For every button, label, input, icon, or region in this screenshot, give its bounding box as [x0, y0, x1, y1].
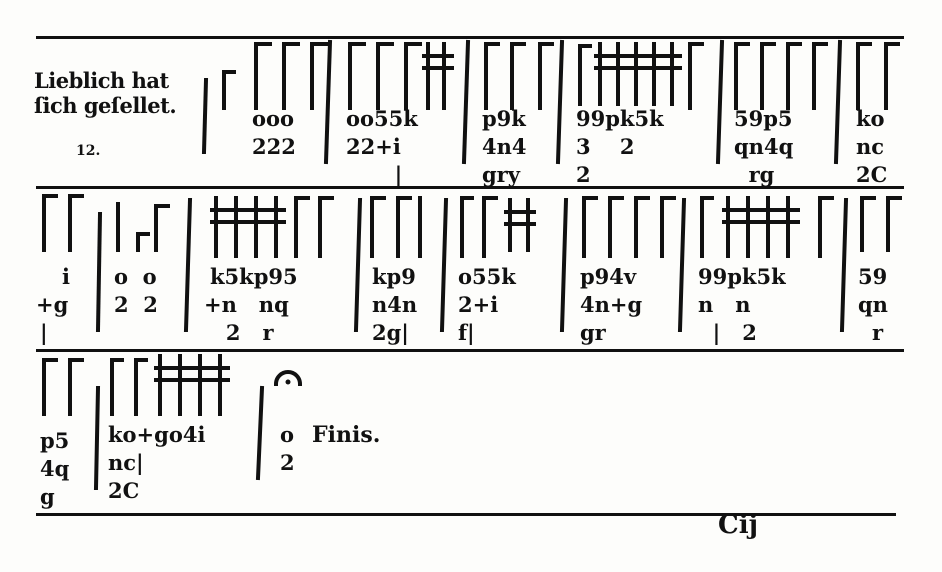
- sys2-group8-row2: qn: [858, 292, 888, 317]
- sys2-group4-row1: kp9: [372, 264, 416, 289]
- sys1-group6-row2: nc: [856, 134, 885, 159]
- sys3-group2-row3: 2C: [108, 478, 140, 503]
- sys2-group6-row2: 4n+g: [580, 292, 643, 317]
- sys2-group3-row1: k5kp95: [210, 264, 298, 289]
- sys1-group4-row1: 99pk5k: [576, 106, 664, 131]
- sys2-group8-row1: 59: [858, 264, 888, 289]
- sys2-group5-row3: f|: [458, 320, 475, 345]
- sys2-group1-row3: |: [40, 320, 48, 345]
- sys1-group1-row1: ooo: [252, 106, 295, 131]
- sys2-group6-row3: gr: [580, 320, 606, 345]
- sys1-group6-row1: ko: [856, 106, 885, 131]
- piece-title-line-1: Lieblich hat: [34, 68, 169, 93]
- sys2-group4-row2: n4n: [372, 292, 418, 317]
- finis-label: Finis.: [312, 422, 381, 448]
- sys1-group4-row2: 3 2: [576, 134, 635, 159]
- sys2-group7-row1: 99pk5k: [698, 264, 786, 289]
- sys2-group1-row2: +g: [36, 292, 69, 317]
- sys2-group1-row1: i: [62, 264, 70, 289]
- sys3-group1-row2: 4q: [40, 456, 70, 481]
- piece-title: Lieblich hat ſich geſellet.: [34, 68, 184, 118]
- piece-title-line-2: ſich geſellet.: [34, 93, 177, 118]
- sys1-group2-row3: |: [380, 162, 403, 187]
- sys3-group1-row1: p5: [40, 428, 70, 453]
- sys1-group5-row2: qn4q: [734, 134, 794, 159]
- sys1-group2-row2: 22+i: [346, 134, 401, 159]
- system-1-bottom-rule: [36, 186, 904, 189]
- sys2-group8-row3: r: [872, 320, 884, 345]
- sys1-group3-row3: gry: [482, 162, 520, 187]
- sys2-group3-row2: +n nq: [204, 292, 289, 317]
- sys2-group5-row1: o55k: [458, 264, 516, 289]
- sys2-group7-row3: | 2: [698, 320, 757, 345]
- system-3-bottom-rule: [36, 513, 896, 516]
- system-1-top-rule: [36, 36, 904, 39]
- sys1-group3-row2: 4n4: [482, 134, 527, 159]
- sys2-group2-row1: o o: [114, 264, 157, 289]
- sys1-group1-row2: 222: [252, 134, 296, 159]
- sys1-group5-row1: 59p5: [734, 106, 793, 131]
- sys3-group2-row2: nc|: [108, 450, 144, 475]
- piece-number: 12.: [76, 143, 101, 159]
- sys2-group5-row2: 2+i: [458, 292, 499, 317]
- sys3-group3-row2: 2: [280, 450, 295, 475]
- sys1-group4-row3: 2: [576, 162, 591, 187]
- sys1-group5-row3: rg: [734, 162, 775, 187]
- sys2-group7-row2: n n: [698, 292, 751, 317]
- sys1-group3-row1: p9k: [482, 106, 526, 131]
- sys3-group2-row1: ko+go4i: [108, 422, 206, 447]
- sys2-group6-row1: p94v: [580, 264, 637, 289]
- sys2-group4-row3: 2g|: [372, 320, 409, 345]
- signature-mark: Cij: [718, 510, 758, 540]
- sys2-group3-row3: 2 r: [204, 320, 274, 345]
- system-2-bottom-rule: [36, 349, 904, 352]
- sys2-group2-row2: 2 2: [114, 292, 158, 317]
- sys3-group3-row1: o: [280, 422, 295, 447]
- sys1-group2-row1: oo55k: [346, 106, 418, 131]
- sys3-group1-row3: g: [40, 484, 55, 509]
- sys1-group6-row3: 2C: [856, 162, 888, 187]
